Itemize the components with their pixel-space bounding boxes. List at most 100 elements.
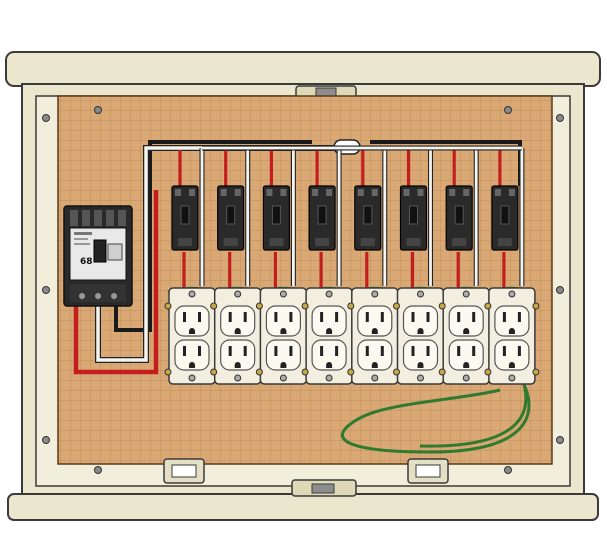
screw-icon <box>462 374 470 382</box>
terminal-screw <box>438 368 446 376</box>
slot-right <box>198 346 201 356</box>
slot-left <box>320 346 324 356</box>
ground-hole <box>371 328 378 334</box>
screw-icon <box>325 374 333 382</box>
screw-icon <box>42 286 50 294</box>
left-handle-icon[interactable] <box>163 458 205 484</box>
ground-hole <box>508 362 515 368</box>
breaker-toggle <box>409 205 418 225</box>
ground-hole <box>463 362 470 368</box>
main-breaker-rating: 68 <box>80 257 93 267</box>
terminal-screw <box>484 302 492 310</box>
terminal-screw <box>255 302 263 310</box>
branch-breaker[interactable] <box>262 185 290 251</box>
slot-left <box>411 346 415 356</box>
breaker-terminal <box>234 189 241 196</box>
breaker-terminal <box>494 189 501 196</box>
slot-left <box>228 312 232 322</box>
duplex-receptacle[interactable] <box>438 287 494 385</box>
screw-icon <box>94 466 102 474</box>
screw-icon <box>188 374 196 382</box>
ground-hole <box>234 328 241 334</box>
slot-left <box>274 346 278 356</box>
duplex-receptacle[interactable] <box>164 287 220 385</box>
terminal-screw <box>255 368 263 376</box>
screw-icon <box>504 106 512 114</box>
ground-hole <box>463 328 470 334</box>
ground-hole <box>280 328 287 334</box>
screw-icon <box>417 290 424 298</box>
slot-left <box>320 312 324 322</box>
breaker-foot <box>406 238 421 246</box>
breaker-terminal <box>508 189 515 196</box>
receptacles <box>164 287 540 385</box>
screw-icon <box>325 290 333 298</box>
duplex-receptacle[interactable] <box>484 287 540 385</box>
slot-left <box>365 346 369 356</box>
screw-icon <box>234 290 242 298</box>
slot-left <box>228 346 232 356</box>
breaker-foot <box>452 238 467 246</box>
terminal-screw <box>347 302 355 310</box>
terminal-screw <box>301 368 309 376</box>
ground-hole <box>234 362 241 368</box>
breaker-terminal <box>326 189 333 196</box>
branch-breaker[interactable] <box>354 185 382 251</box>
enclosure-top-lid <box>5 51 601 87</box>
main-breaker-toggle[interactable] <box>93 239 107 263</box>
backboard <box>57 95 553 465</box>
main-breaker[interactable]: 68 <box>63 205 133 307</box>
slot-right <box>198 312 201 322</box>
breaker-terminal <box>312 189 319 196</box>
terminal-screw <box>532 368 540 376</box>
breaker-toggle <box>180 205 190 225</box>
breaker-foot <box>223 238 238 246</box>
breaker-terminal <box>449 189 456 196</box>
breaker-terminal <box>220 189 227 196</box>
breaker-toggle <box>271 205 281 225</box>
ground-hole <box>417 362 424 368</box>
duplex-receptacle[interactable] <box>255 287 311 385</box>
terminal-screw <box>164 368 172 376</box>
screw-icon <box>279 290 287 298</box>
screw-icon <box>42 436 50 444</box>
screw-icon <box>111 293 117 299</box>
terminal-screw <box>210 368 218 376</box>
screw-icon <box>504 466 512 474</box>
screw-icon <box>279 374 287 382</box>
terminal-screw <box>210 302 218 310</box>
breaker-terminal <box>266 189 273 196</box>
screw-icon <box>371 290 379 298</box>
branch-breaker[interactable] <box>491 185 519 251</box>
duplex-receptacle[interactable] <box>347 287 403 385</box>
branch-breaker[interactable] <box>399 185 428 251</box>
ground-hole <box>280 362 287 368</box>
duplex-receptacle[interactable] <box>210 287 266 385</box>
breaker-foot <box>360 238 375 246</box>
duplex-receptacle[interactable] <box>301 287 357 385</box>
branch-breaker[interactable] <box>217 185 245 251</box>
right-handle-icon[interactable] <box>407 458 449 484</box>
terminal-screw <box>532 302 540 310</box>
breaker-toggle <box>226 205 236 225</box>
branch-breaker[interactable] <box>171 185 199 251</box>
slot-right <box>289 346 293 356</box>
breaker-toggle <box>500 205 510 225</box>
frame-screws <box>42 106 564 474</box>
ground-hole <box>326 328 333 334</box>
slot-right <box>380 346 384 356</box>
screw-icon <box>417 374 424 382</box>
feed-wire-red <box>73 190 159 375</box>
branch-breaker[interactable] <box>445 185 473 251</box>
duplex-receptacle[interactable] <box>393 287 448 385</box>
breaker-terminal <box>280 189 287 196</box>
slot-left <box>502 312 506 322</box>
breaker-toggle <box>317 205 327 225</box>
ground-hole <box>508 328 515 334</box>
branch-breaker[interactable] <box>308 185 336 251</box>
screw-icon <box>188 290 196 298</box>
slot-right <box>472 346 476 356</box>
bottom-latch-icon[interactable] <box>291 479 357 497</box>
